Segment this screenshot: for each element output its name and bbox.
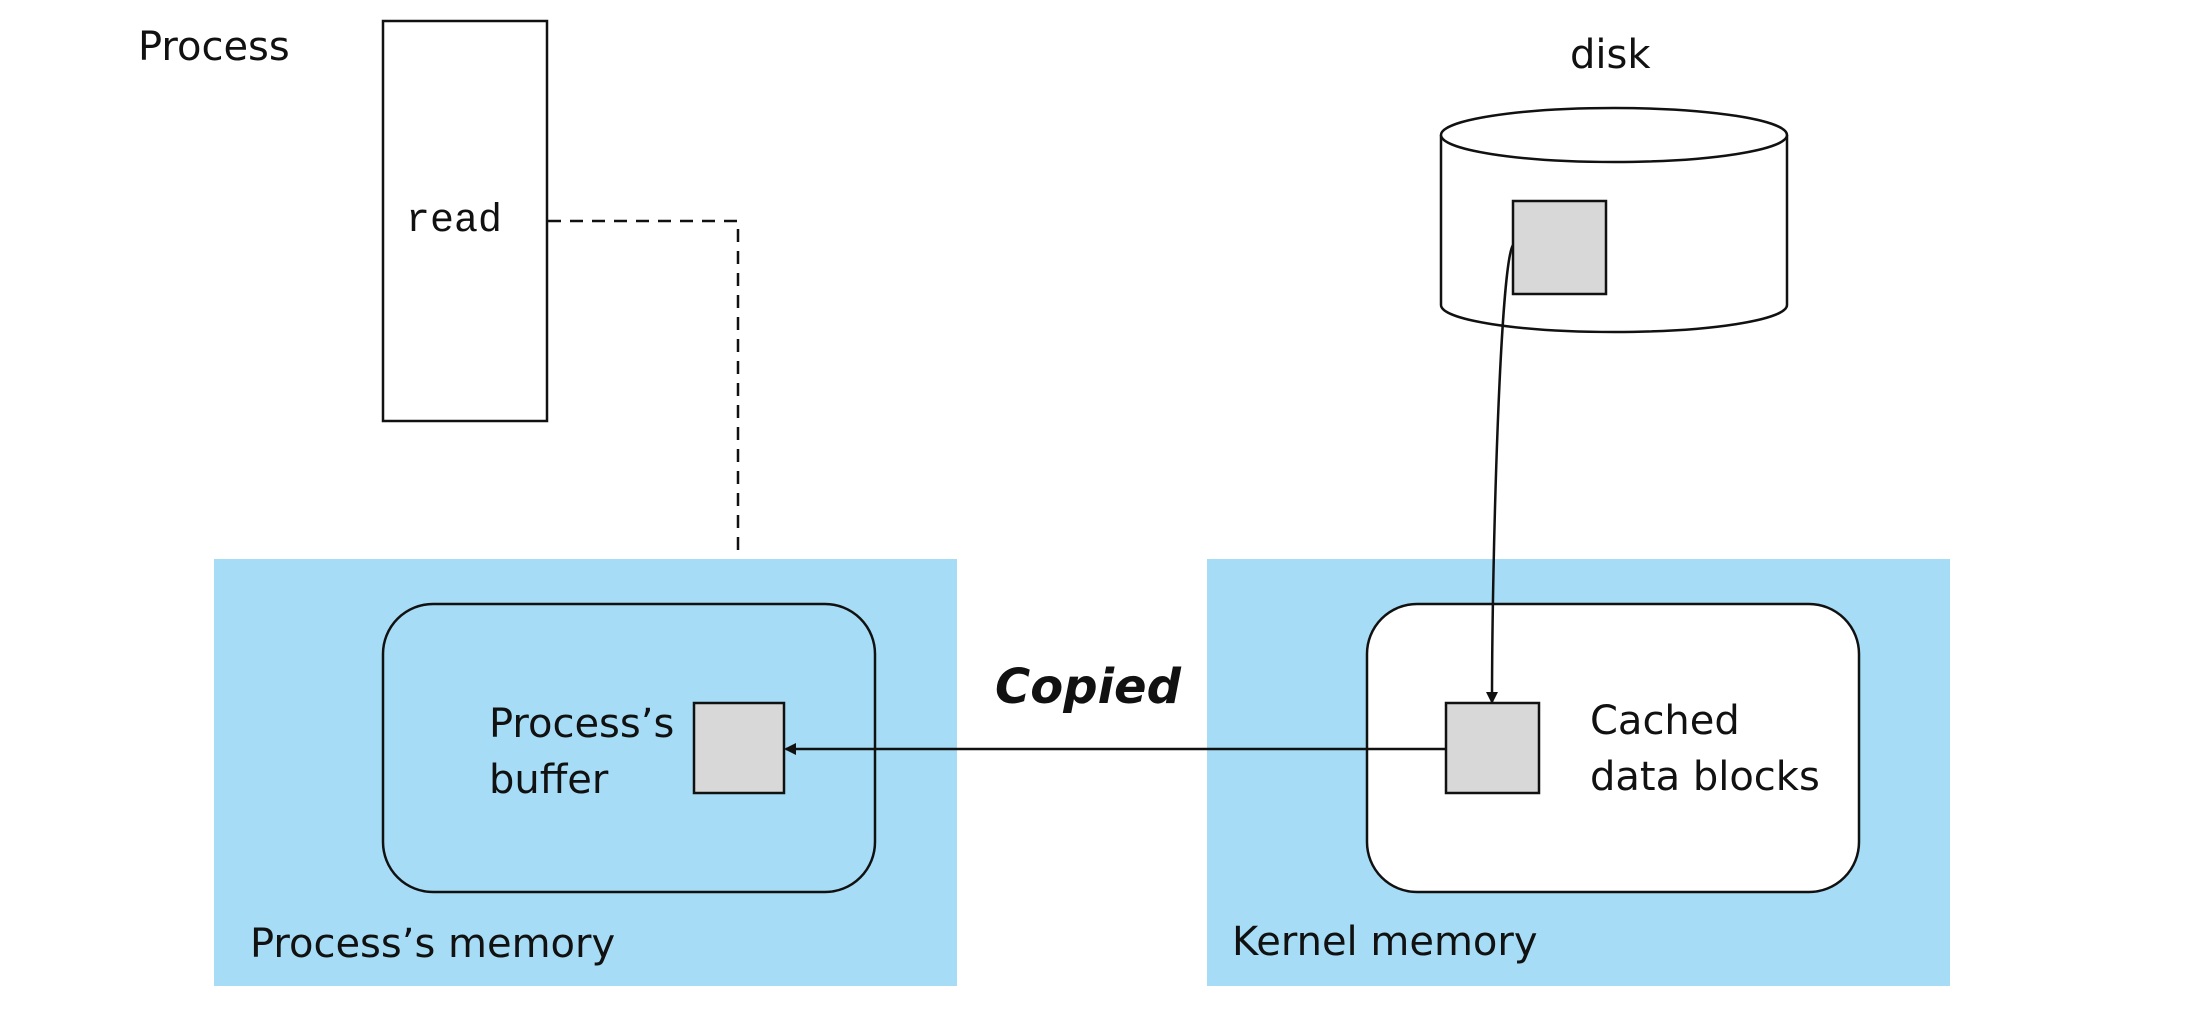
disk-data-block	[1511, 199, 1608, 296]
disk-cylinder-icon	[1439, 106, 1789, 334]
copied-label: Copied	[995, 659, 1182, 715]
disk-to-cache-arrow	[1486, 244, 1515, 704]
read-request-arrow	[548, 219, 744, 702]
cached-data-block	[1444, 701, 1541, 795]
kernel-memory-label: Kernel memory	[1232, 919, 1538, 965]
read-call-label: read	[406, 199, 502, 244]
process-memory-label: Process’s memory	[250, 921, 615, 967]
disk-label: disk	[1570, 32, 1651, 78]
cached-label-line1: Cached	[1590, 698, 1740, 744]
process-code-box	[381, 19, 549, 423]
cached-label-line2: data blocks	[1590, 754, 1820, 800]
process-label: Process	[138, 24, 290, 70]
process-buffer-block	[692, 701, 786, 795]
process-buffer-label-line2: buffer	[489, 757, 609, 803]
process-buffer-label-line1: Process’s	[489, 701, 674, 747]
